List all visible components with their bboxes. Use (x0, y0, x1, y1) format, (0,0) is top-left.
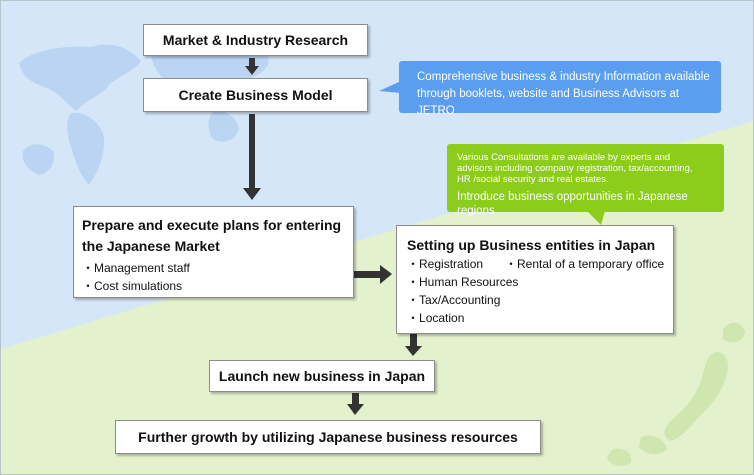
arrow-1 (249, 58, 255, 66)
green-callout-tail (587, 211, 605, 225)
step-create-business-model-label: Create Business Model (178, 87, 333, 103)
arrow-2-head (243, 188, 261, 200)
step-market-research: Market & Industry Research (143, 24, 368, 56)
regional-opportunities-line: Introduce business opportunities in Japa… (457, 191, 688, 217)
step-launch-business-label: Launch new business in Japan (218, 368, 426, 384)
flow-arrows (243, 58, 422, 415)
consultation-line-3: HR /social security and real estates. (457, 174, 609, 185)
setup-row-1: Registration Rental of a temporary offic… (407, 255, 673, 273)
setup-item-tax-accounting: Tax/Accounting (407, 291, 673, 309)
jetro-info-line-1: Comprehensive business & industry Inform… (417, 71, 710, 83)
step-create-business-model: Create Business Model (143, 78, 368, 112)
prepare-title-line-1: Prepare and execute plans for entering (82, 217, 342, 233)
arrow-1-head (245, 66, 259, 75)
step-setting-up-entities: Setting up Business entities in Japan Re… (396, 225, 674, 334)
prepare-title-line-2: the Japanese Market (82, 238, 220, 254)
setup-item-rental-office: Rental of a temporary office (505, 255, 664, 273)
step-launch-business: Launch new business in Japan (209, 360, 435, 392)
consultation-line-1: Various Consultations are available by e… (457, 152, 671, 163)
arrow-3 (354, 271, 380, 278)
consultation-line-2: advisors including company registration,… (457, 163, 693, 174)
setup-item-human-resources: Human Resources (407, 273, 673, 291)
consultation-callout: Various Consultations are available by e… (447, 144, 724, 217)
arrow-2 (249, 114, 255, 188)
arrow-3-head (380, 265, 392, 284)
blue-callout-tail (379, 81, 401, 93)
setup-item-location: Location (407, 309, 673, 327)
step-further-growth: Further growth by utilizing Japanese bus… (115, 420, 541, 454)
setup-title: Setting up Business entities in Japan (407, 237, 656, 253)
prepare-item-management-staff: Management staff (82, 259, 353, 277)
step-prepare-plans: Prepare and execute plans for entering t… (73, 206, 354, 298)
prepare-item-cost-simulations: Cost simulations (82, 277, 353, 295)
arrow-4-head (405, 346, 422, 356)
arrow-5 (352, 393, 359, 404)
arrow-5-head (347, 404, 364, 415)
arrow-4 (410, 334, 417, 346)
jetro-info-line-2: through booklets, website and Business A… (417, 88, 680, 117)
step-further-growth-label: Further growth by utilizing Japanese bus… (138, 429, 518, 445)
step-market-research-label: Market & Industry Research (162, 32, 349, 48)
japan-map-icon (607, 322, 745, 466)
setup-item-registration: Registration (407, 255, 483, 273)
jetro-info-callout: Comprehensive business & industry Inform… (399, 61, 721, 117)
